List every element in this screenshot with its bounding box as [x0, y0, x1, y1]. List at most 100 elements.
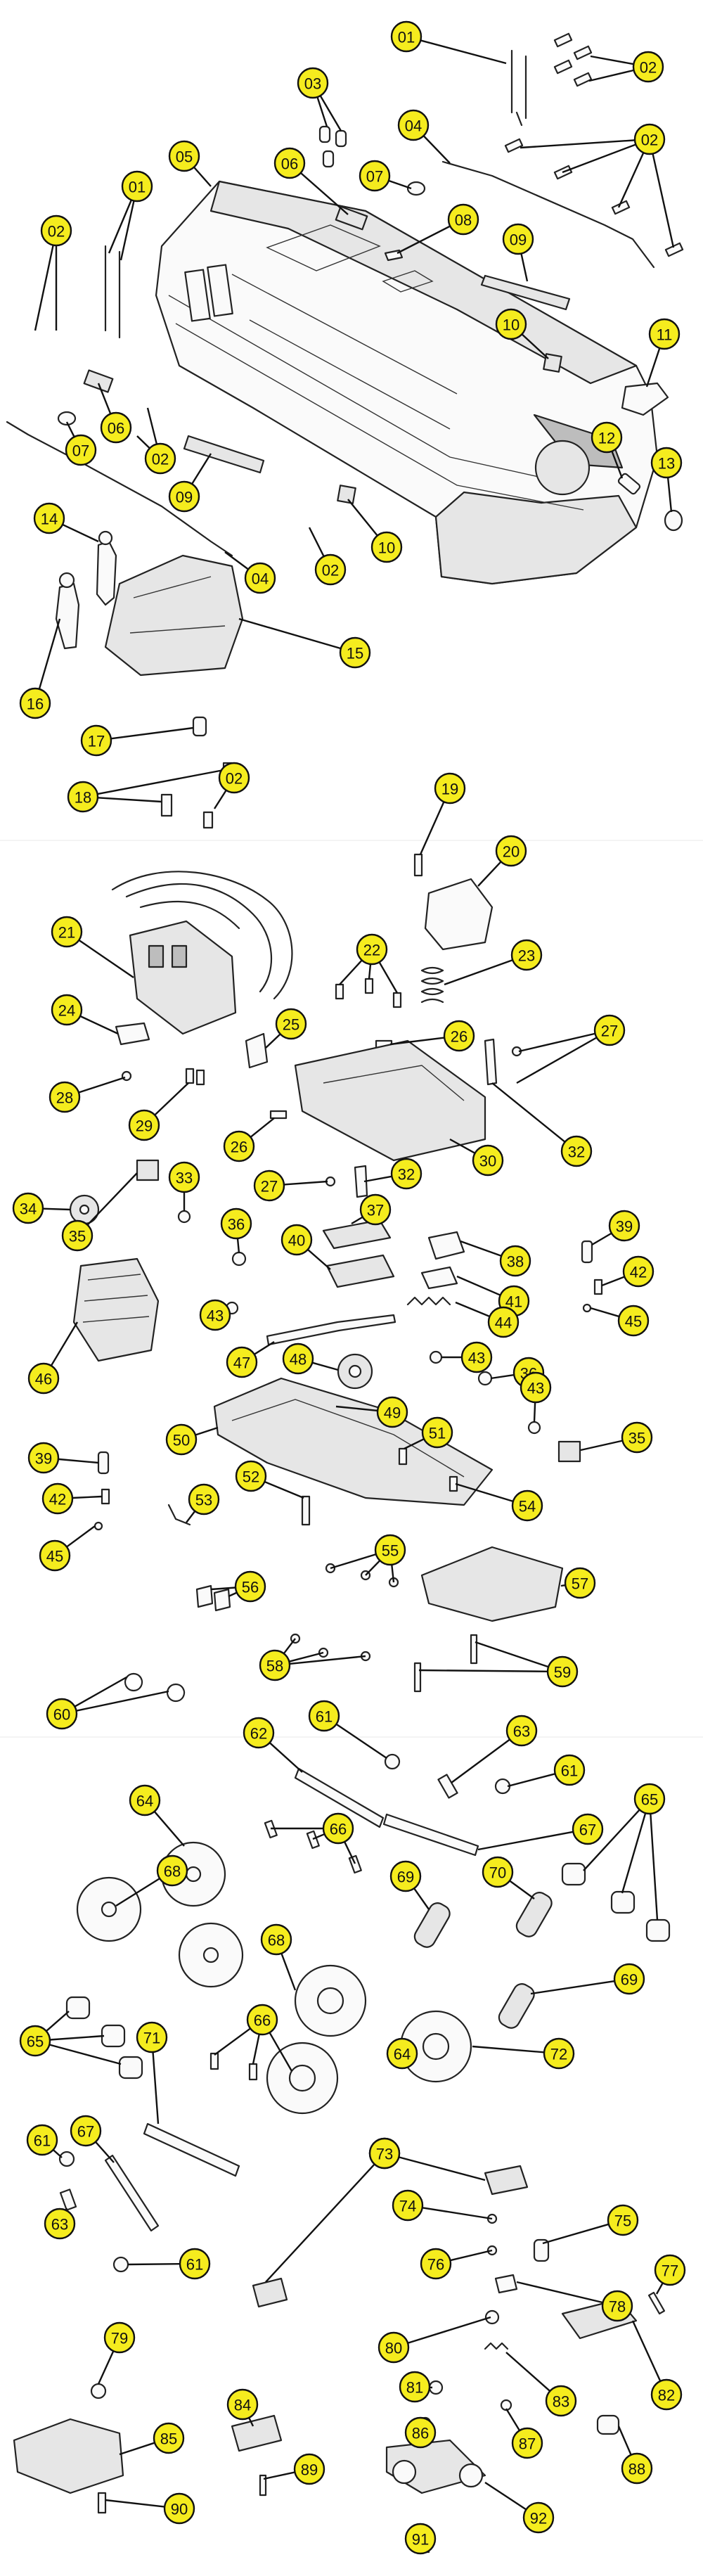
callout-circle: [179, 2248, 211, 2280]
callout-08: 08: [447, 203, 479, 236]
callout-circle: [188, 1483, 220, 1516]
leader-line-02: [652, 153, 675, 248]
callout-81: 81: [399, 2371, 431, 2403]
callout-label: 42: [630, 1264, 647, 1281]
leader-line-47: [254, 1340, 275, 1355]
callout-68: 68: [260, 1923, 292, 1956]
callout-43: 43: [460, 1341, 493, 1373]
callout-label: 05: [176, 148, 193, 166]
callout-circle: [339, 636, 371, 669]
callout-circle: [447, 203, 479, 236]
callout-circle: [39, 1539, 71, 1572]
callout-label: 76: [427, 2256, 444, 2274]
callout-label: 52: [243, 1468, 259, 1486]
callout-label: 86: [412, 2425, 429, 2442]
callout-73: 73: [368, 2137, 401, 2170]
leader-line-35: [86, 1172, 138, 1226]
leader-line-22: [339, 959, 363, 985]
callout-circle: [40, 214, 72, 247]
callout-04: 04: [397, 109, 430, 141]
leader-line-14: [62, 523, 99, 543]
callout-14: 14: [33, 502, 65, 534]
leader-line-01: [108, 199, 132, 254]
callout-label: 45: [625, 1313, 642, 1331]
callout-label: 03: [304, 75, 321, 93]
callout-circle: [560, 1135, 593, 1167]
callout-88: 88: [621, 2452, 653, 2485]
leader-line-01: [420, 39, 507, 65]
leader-line-02: [308, 527, 325, 557]
callout-67: 67: [572, 1813, 604, 1845]
callout-circle: [65, 434, 97, 466]
callout-circle: [621, 1421, 653, 1454]
callout-label: 46: [35, 1371, 52, 1388]
callout-label: 68: [164, 1863, 181, 1880]
callout-03: 03: [297, 67, 329, 99]
callout-label: 02: [48, 223, 65, 241]
callout-circle: [46, 1698, 78, 1730]
callout-label: 32: [568, 1143, 585, 1161]
callout-circle: [593, 1014, 626, 1046]
leader-line-80: [407, 2316, 491, 2344]
callout-label: 06: [281, 155, 298, 173]
leader-line-61: [335, 1723, 387, 1759]
callout-circle: [199, 1299, 231, 1331]
leader-line-09: [191, 453, 212, 485]
callout-10: 10: [370, 531, 403, 563]
callout-61: 61: [26, 2124, 58, 2156]
callout-circle: [226, 2388, 259, 2421]
callout-label: 43: [207, 1307, 224, 1325]
callout-circle: [128, 1109, 160, 1141]
callout-label: 09: [176, 489, 193, 506]
callout-circle: [33, 502, 65, 534]
leader-line-35: [580, 1440, 623, 1452]
callout-27: 27: [253, 1170, 285, 1202]
callout-label: 78: [609, 2298, 626, 2316]
callout-label: 27: [601, 1023, 618, 1040]
callout-circle: [103, 2321, 136, 2354]
callout-label: 10: [503, 316, 520, 334]
callout-label: 61: [561, 1762, 578, 1780]
leader-line-83: [505, 2352, 551, 2392]
callout-circle: [511, 2427, 543, 2459]
leader-line-42: [72, 1495, 103, 1499]
leader-line-45: [590, 1307, 620, 1318]
leader-line-16: [38, 618, 61, 690]
callout-20: 20: [495, 835, 527, 867]
callout-circle: [223, 1130, 255, 1162]
callout-72: 72: [543, 2037, 575, 2070]
callout-92: 92: [522, 2501, 555, 2534]
callout-label: 38: [507, 1253, 524, 1271]
callout-label: 30: [479, 1153, 496, 1170]
callout-16: 16: [19, 687, 51, 719]
callout-01: 01: [390, 20, 423, 53]
callout-84: 84: [226, 2388, 259, 2421]
callout-79: 79: [103, 2321, 136, 2354]
callout-label: 74: [399, 2198, 416, 2215]
callout-circle: [404, 2416, 437, 2449]
leader-line-73: [265, 2163, 375, 2283]
callout-label: 84: [234, 2397, 251, 2414]
callout-78: 78: [601, 2290, 633, 2322]
leader-line-69: [530, 1980, 615, 1995]
callout-circle: [572, 1813, 604, 1845]
leader-line-66: [344, 1841, 356, 1864]
callout-32: 32: [390, 1158, 423, 1190]
leader-line-74: [422, 2207, 493, 2220]
callout-76: 76: [420, 2248, 452, 2280]
callout-label: 04: [405, 117, 422, 135]
callout-label: 15: [347, 645, 363, 662]
leader-line-72: [472, 2045, 545, 2053]
callout-circle: [495, 835, 527, 867]
callout-label: 62: [250, 1725, 267, 1743]
leader-line-36: [236, 1238, 240, 1254]
callout-label: 35: [628, 1430, 645, 1447]
callout-71: 71: [136, 2021, 168, 2053]
callout-circle: [51, 994, 83, 1026]
leader-line-79: [97, 2350, 115, 2385]
leader-line-65: [583, 1809, 640, 1871]
callout-circle: [404, 2523, 437, 2555]
callout-label: 37: [367, 1202, 384, 1219]
callout-label: 88: [628, 2461, 645, 2478]
leader-line-66: [252, 2034, 260, 2065]
